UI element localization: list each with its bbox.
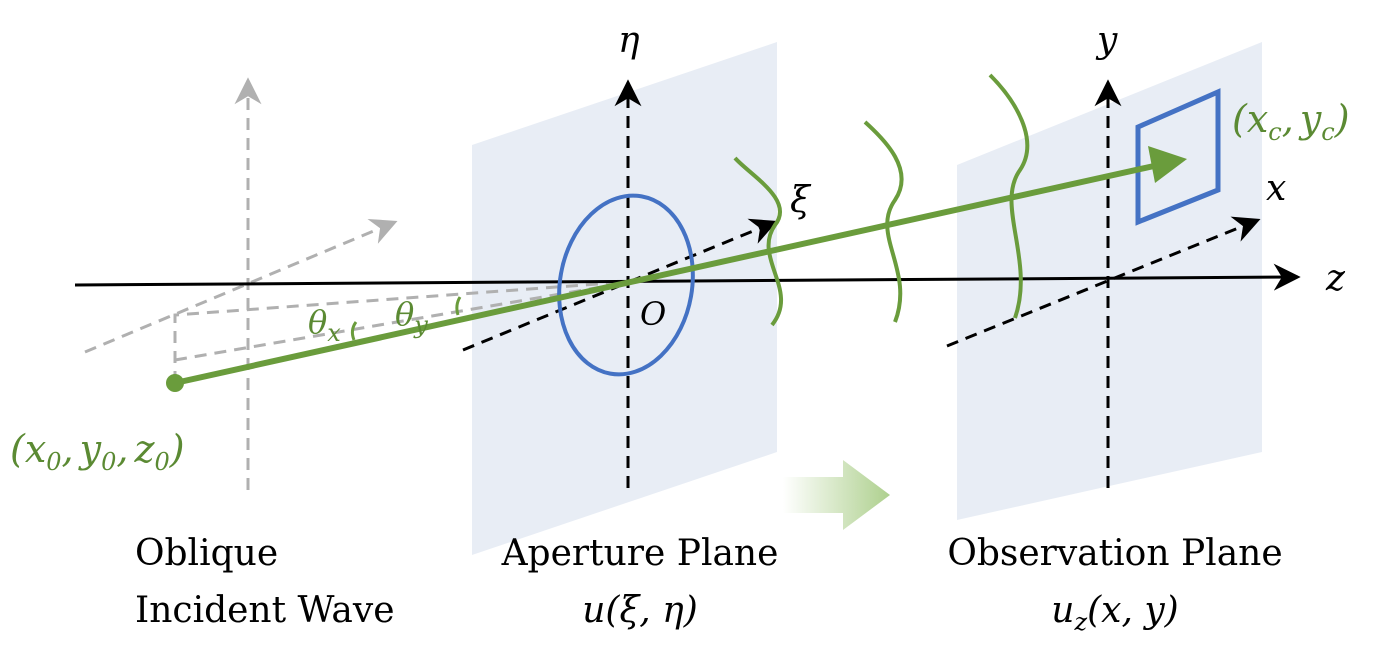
source-coordinate-label: (x0,y0,z0) (10, 427, 185, 476)
aperture-caption-title: Aperture Plane (501, 533, 779, 574)
eta-label: η (618, 20, 640, 61)
z-label: z (1325, 258, 1346, 299)
theta-x-label: θx (308, 303, 341, 347)
incident-ray (174, 161, 1164, 386)
theta-y-arc (455, 296, 462, 316)
aperture-caption-function: u(ξ, η) (582, 590, 698, 631)
theta-x-arc (350, 321, 358, 341)
incident-caption-line2: Incident Wave (135, 590, 395, 631)
observation-caption-title: Observation Plane (947, 533, 1282, 574)
x-label: x (1266, 168, 1286, 209)
propagation-arrow (783, 460, 890, 530)
aperture-plane (472, 42, 777, 555)
incident-caption-line1: Oblique (135, 533, 278, 574)
diffracted-wavefronts (733, 73, 1030, 327)
wavefront-1 (733, 156, 784, 327)
xi-label: ξ (790, 180, 812, 221)
aperture-ellipse (557, 193, 695, 377)
source-point (166, 374, 184, 392)
origin-label: O (640, 295, 666, 333)
x-axis (946, 216, 1261, 348)
ray-arrowhead (1148, 146, 1187, 183)
theta-y-label: θy (395, 295, 428, 339)
y-label: y (1095, 20, 1118, 61)
wavefront-3 (988, 73, 1030, 319)
observation-caption-function: uz(x, y) (1051, 590, 1178, 636)
observation-region (1135, 88, 1221, 226)
wavefront-2 (863, 120, 904, 323)
z-axis (74, 263, 1301, 291)
target-coordinate-label: (xc,yc) (1232, 97, 1350, 146)
